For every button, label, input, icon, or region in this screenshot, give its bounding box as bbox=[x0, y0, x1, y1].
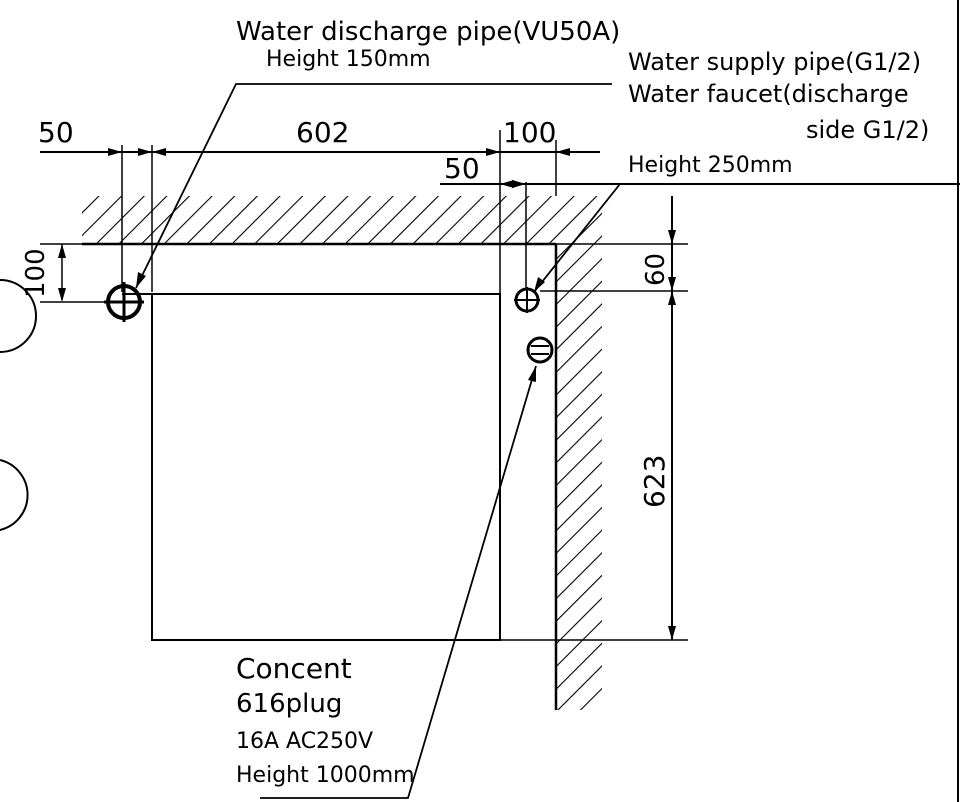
discharge-pipe-icon bbox=[104, 282, 144, 322]
concent-line4: Height 1000mm bbox=[236, 763, 415, 788]
back-wall-hatch bbox=[82, 196, 556, 244]
outlet-icon bbox=[526, 336, 554, 364]
concent-line1: Concent bbox=[236, 652, 352, 685]
outlet-leader bbox=[260, 365, 537, 799]
concent-line2: 616plug bbox=[236, 689, 342, 719]
discharge-height: Height 150mm bbox=[266, 47, 431, 72]
discharge-title: Water discharge pipe(VU50A) bbox=[236, 17, 620, 47]
unit-outline bbox=[151, 293, 501, 641]
side-wall-hatch bbox=[556, 196, 602, 710]
supply-line3: side G1/2) bbox=[806, 116, 929, 144]
supply-leader bbox=[533, 183, 960, 293]
left-edge-arc-lower bbox=[0, 459, 29, 531]
left-edge-arc-upper bbox=[0, 279, 37, 353]
dim-pipe-depth: 100 bbox=[21, 248, 51, 298]
water-supply-icon bbox=[514, 287, 540, 313]
dim-unit-depth: 623 bbox=[638, 455, 671, 508]
dim-left-offset: 50 bbox=[38, 116, 74, 149]
dim-unit-width: 602 bbox=[296, 116, 349, 149]
supply-line1: Water supply pipe(G1/2) bbox=[628, 48, 921, 76]
dim-supply-offset: 50 bbox=[444, 152, 480, 185]
dim-right-clearance: 100 bbox=[503, 116, 556, 149]
concent-line3: 16A AC250V bbox=[236, 729, 373, 754]
supply-line2: Water faucet(discharge bbox=[628, 80, 909, 108]
supply-height: Height 250mm bbox=[628, 153, 793, 178]
discharge-leader bbox=[135, 83, 612, 289]
dim-wall-gap: 60 bbox=[641, 253, 671, 286]
